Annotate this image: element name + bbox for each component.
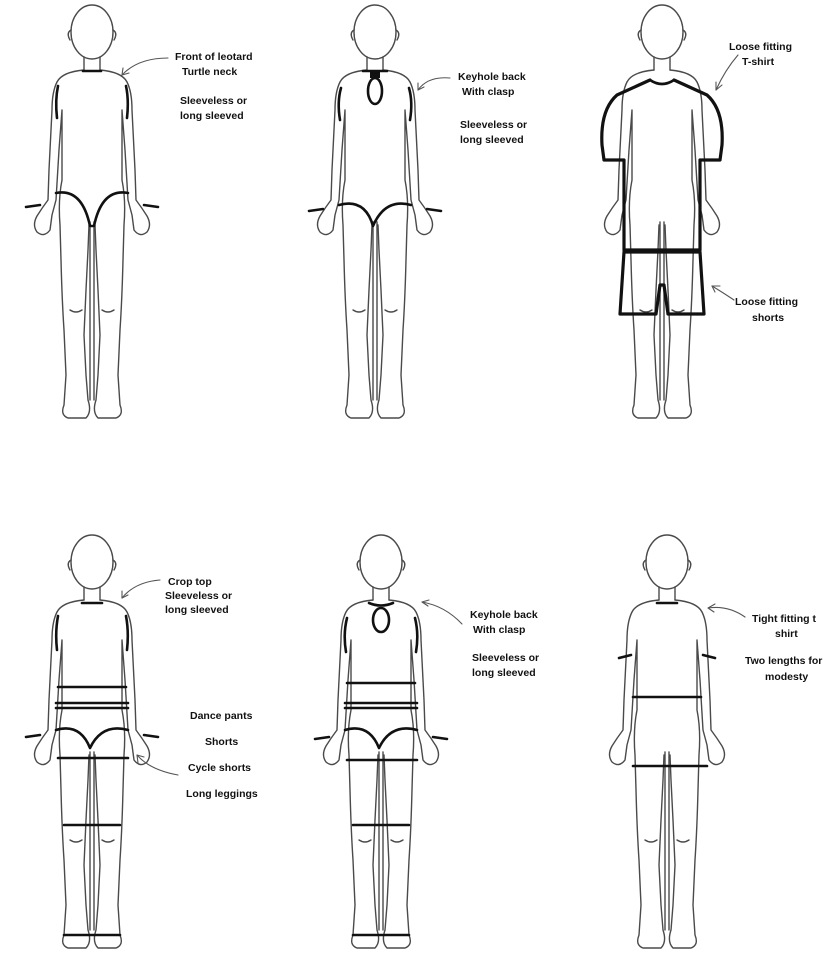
annotation-sleeve-option: Sleeveless or long sleeved: [460, 119, 527, 146]
svg-text:Front of leotard: Front of leotard: [175, 51, 253, 63]
leotard-leg-line: [56, 192, 128, 226]
left-cuff: [26, 205, 40, 207]
svg-text:long sleeved: long sleeved: [472, 667, 536, 679]
tshirt-collar: [650, 80, 674, 84]
svg-text:Sleeveless or: Sleeveless or: [472, 652, 539, 664]
svg-text:Keyhole back: Keyhole back: [470, 609, 538, 621]
left-armhole: [339, 88, 341, 120]
annotation-loose-tshirt: Loose fitting T-shirt: [729, 41, 792, 68]
annotation-two-lengths: Two lengths for modesty: [745, 655, 822, 683]
left-sleeve-hem: [619, 655, 631, 658]
annotation-crop-top: Crop top Sleeveless or long sleeved: [165, 576, 232, 616]
svg-text:shirt: shirt: [775, 628, 798, 640]
svg-text:Sleeveless or: Sleeveless or: [460, 119, 527, 131]
right-cuff: [433, 737, 447, 739]
svg-text:Crop top: Crop top: [168, 576, 212, 588]
label-cycle-shorts: Cycle shorts: [188, 762, 251, 774]
svg-text:modesty: modesty: [765, 671, 808, 683]
label-shorts: Shorts: [205, 736, 238, 748]
svg-text:Loose fitting: Loose fitting: [735, 296, 798, 308]
left-armhole: [345, 618, 347, 652]
right-armhole: [415, 618, 417, 652]
right-cuff: [144, 735, 158, 737]
annotation-keyhole-back: Keyhole back With clasp: [458, 71, 526, 98]
keyhole-icon: [373, 608, 389, 632]
left-cuff: [26, 735, 40, 737]
svg-text:With clasp: With clasp: [473, 624, 525, 636]
annotation-front-of-leotard: Front of leotard Turtle neck: [175, 51, 253, 78]
shorts-line: [56, 728, 128, 748]
left-armhole: [56, 616, 58, 650]
right-armhole: [126, 86, 128, 118]
figure-leotard-turtleneck: [26, 5, 158, 418]
svg-text:Keyhole back: Keyhole back: [458, 71, 526, 83]
svg-text:T-shirt: T-shirt: [742, 56, 775, 68]
label-long-leggings: Long leggings: [186, 788, 258, 800]
right-armhole: [409, 88, 411, 120]
svg-text:long sleeved: long sleeved: [165, 604, 229, 616]
figure-keyhole-crop-top-pants: [315, 535, 447, 948]
svg-text:Tight fitting t: Tight fitting t: [752, 613, 816, 625]
svg-text:Two lengths for: Two lengths for: [745, 655, 822, 667]
figure-leotard-keyhole: [309, 5, 441, 418]
annotation-sleeve-option: Sleeveless or long sleeved: [472, 652, 539, 679]
svg-text:Loose fitting: Loose fitting: [729, 41, 792, 53]
right-sleeve-hem: [703, 655, 715, 658]
figure-tight-tshirt: [610, 535, 725, 948]
svg-text:long sleeved: long sleeved: [180, 110, 244, 122]
figure-crop-top-pants: [26, 535, 158, 948]
svg-text:Sleeveless or: Sleeveless or: [180, 95, 247, 107]
annotation-tight-tshirt: Tight fitting t shirt: [752, 613, 816, 640]
right-armhole: [126, 616, 128, 650]
right-cuff: [144, 205, 158, 207]
annotation-loose-shorts: Loose fitting shorts: [735, 296, 798, 324]
neckline: [369, 603, 393, 606]
annotation-keyhole-back: Keyhole back With clasp: [470, 609, 538, 636]
svg-text:long sleeved: long sleeved: [460, 134, 524, 146]
left-armhole: [56, 86, 58, 118]
figure-loose-tshirt-shorts: [602, 5, 722, 418]
label-dance-pants: Dance pants: [190, 710, 253, 722]
keyhole-icon: [368, 78, 382, 104]
leotard-leg-line: [339, 204, 411, 226]
left-cuff: [315, 737, 329, 739]
annotation-arrow: [122, 58, 168, 75]
svg-text:shorts: shorts: [752, 312, 784, 324]
left-cuff: [309, 209, 323, 211]
annotation-sleeve-option: Sleeveless or long sleeved: [180, 95, 247, 122]
svg-text:With clasp: With clasp: [462, 86, 514, 98]
right-cuff: [427, 209, 441, 211]
svg-text:Sleeveless or: Sleeveless or: [165, 590, 232, 602]
shorts-line: [345, 728, 417, 748]
svg-text:Turtle neck: Turtle neck: [182, 66, 237, 78]
